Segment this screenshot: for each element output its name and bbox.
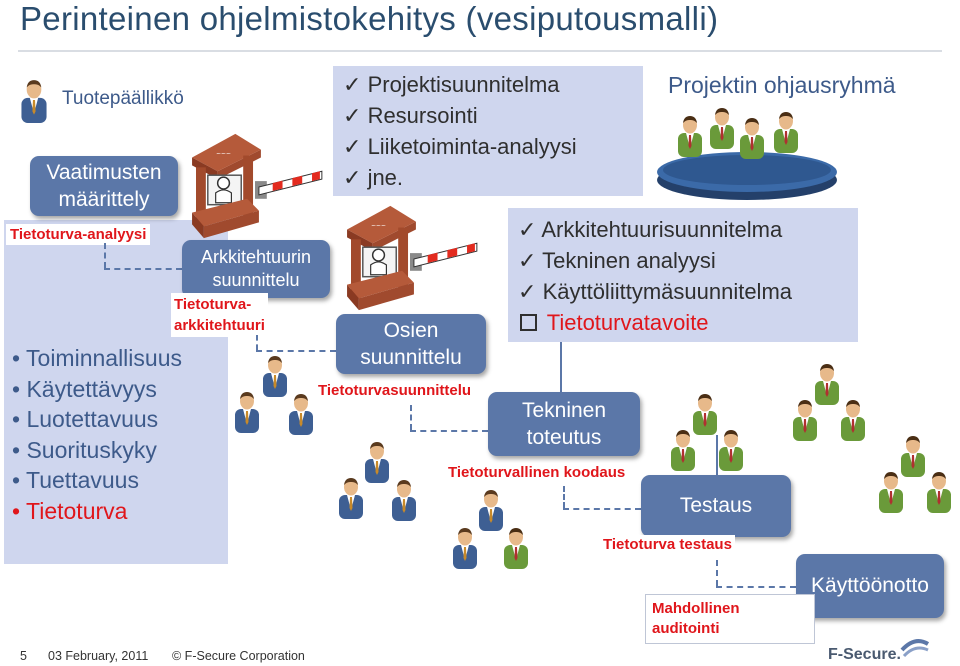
checklist-item: ✓ Projektisuunnitelma (343, 72, 560, 97)
person-icon (716, 428, 746, 472)
checklist-item: ✓ Resursointi (343, 103, 478, 128)
project-checklist: ✓ Projektisuunnitelma ✓ Resursointi ✓ Li… (333, 66, 643, 193)
checkmark-icon: ✓ (518, 279, 537, 304)
connector-line (563, 486, 565, 508)
checkmark-icon: ✓ (343, 103, 362, 128)
stage-testing-label: Testaus (679, 494, 753, 517)
checkbox-icon (520, 314, 537, 331)
person-icon (389, 478, 419, 522)
stage-component-design[interactable]: Osien suunnittelu (336, 314, 486, 374)
connector-line (256, 350, 336, 352)
checkmark-icon: ✓ (518, 217, 537, 242)
checkmark-icon: ✓ (518, 248, 537, 273)
stage-component-line1: Osien (383, 319, 439, 342)
quality-attribute: • Tuettavuus (12, 467, 139, 493)
stage-architecture-line2: suunnittelu (212, 270, 300, 290)
architecture-checklist: ✓ Arkkitehtuurisuunnitelma ✓ Tekninen an… (508, 208, 858, 338)
footer-date: 03 February, 2011 (48, 649, 149, 663)
checklist-item: ✓ jne. (343, 165, 404, 190)
gatekeeper-booth-icon (340, 200, 480, 318)
stage-implementation-line1: Tekninen (521, 399, 607, 422)
security-label-audit: Mahdollinen auditointi (645, 594, 815, 644)
security-label-architecture: Tietoturva- arkkitehtuuri (171, 293, 268, 337)
checklist-item: ✓ Tekninen analyysi (518, 248, 716, 273)
footer-page-number: 5 (20, 649, 27, 663)
gatekeeper-booth-icon (185, 128, 325, 246)
person-icon (362, 440, 392, 484)
checkmark-icon: ✓ (343, 134, 362, 159)
person-icon (668, 428, 698, 472)
connector-line (560, 342, 562, 392)
quality-attribute-security: • Tietoturva (12, 497, 128, 524)
person-icon (501, 526, 531, 570)
connector-line (104, 243, 106, 268)
connector-line (256, 335, 258, 350)
person-icon (450, 526, 480, 570)
stage-architecture-line1: Arkkitehtuurin (200, 247, 312, 267)
architecture-checklist-panel: ✓ Arkkitehtuurisuunnitelma ✓ Tekninen an… (508, 208, 858, 342)
person-icon (790, 398, 820, 442)
checklist-item: ✓ Käyttöliittymäsuunnitelma (518, 279, 793, 304)
security-label-requirements: Tietoturva-analyysi (6, 224, 151, 245)
footer-copyright: © F-Secure Corporation (172, 649, 305, 663)
stage-implementation[interactable]: Tekninen toteutus (488, 392, 640, 456)
fsecure-logo: F-Secure. (828, 646, 901, 663)
security-label-component: Tietoturvasuunnittelu (315, 381, 475, 400)
person-icon (838, 398, 868, 442)
stage-architecture[interactable]: Arkkitehtuurin suunnittelu (182, 240, 330, 298)
security-label-implementation: Tietoturvallinen koodaus (445, 463, 629, 482)
person-icon (232, 390, 262, 434)
checklist-item: ✓ Liiketoiminta-analyysi (343, 134, 577, 159)
stage-requirements-line1: Vaatimusten (46, 161, 162, 184)
steering-group-label: Projektin ohjausryhmä (668, 72, 896, 98)
person-icon (876, 470, 906, 514)
checklist-item: ✓ Arkkitehtuurisuunnitelma (518, 217, 783, 242)
stage-implementation-line2: toteutus (526, 426, 602, 449)
person-icon (286, 392, 316, 436)
stage-requirements[interactable]: Vaatimusten määrittely (30, 156, 178, 216)
quality-attribute: • Suorituskyky (12, 436, 157, 463)
connector-line (716, 435, 718, 475)
quality-attribute: • Luotettavuus (12, 406, 159, 432)
security-label-testing: Tietoturva testaus (600, 535, 735, 554)
connector-line (410, 430, 488, 432)
meeting-table-icon (657, 108, 837, 200)
connector-line (104, 268, 182, 270)
stage-deployment[interactable]: Käyttöönotto (796, 554, 944, 618)
checkmark-icon: ✓ (343, 165, 362, 190)
person-icon (18, 78, 50, 124)
checkmark-icon: ✓ (343, 72, 362, 97)
fsecure-logo-icon (900, 639, 930, 658)
person-icon (924, 470, 954, 514)
stage-deployment-label: Käyttöönotto (811, 574, 929, 597)
quality-attributes: • Toiminnallisuus • Käytettävyys • Luote… (12, 343, 182, 526)
project-checklist-panel: ✓ Projektisuunnitelma ✓ Resursointi ✓ Li… (333, 66, 643, 196)
stage-testing[interactable]: Testaus (641, 475, 791, 537)
connector-line (716, 560, 718, 586)
page-title: Perinteinen ohjelmistokehitys (vesiputou… (20, 0, 719, 37)
stage-requirements-line2: määrittely (58, 188, 150, 211)
connector-line (563, 508, 641, 510)
stage-component-line2: suunnittelu (360, 346, 462, 369)
checklist-item-security: Tietoturvatavoite (518, 307, 858, 338)
title-divider (18, 50, 942, 52)
quality-attribute: • Toiminnallisuus (12, 345, 182, 371)
product-owner-label: Tuotepäällikkö (62, 88, 184, 109)
connector-line (716, 586, 796, 588)
person-icon (336, 476, 366, 520)
connector-line (410, 405, 412, 430)
quality-attribute: • Käytettävyys (12, 375, 157, 402)
